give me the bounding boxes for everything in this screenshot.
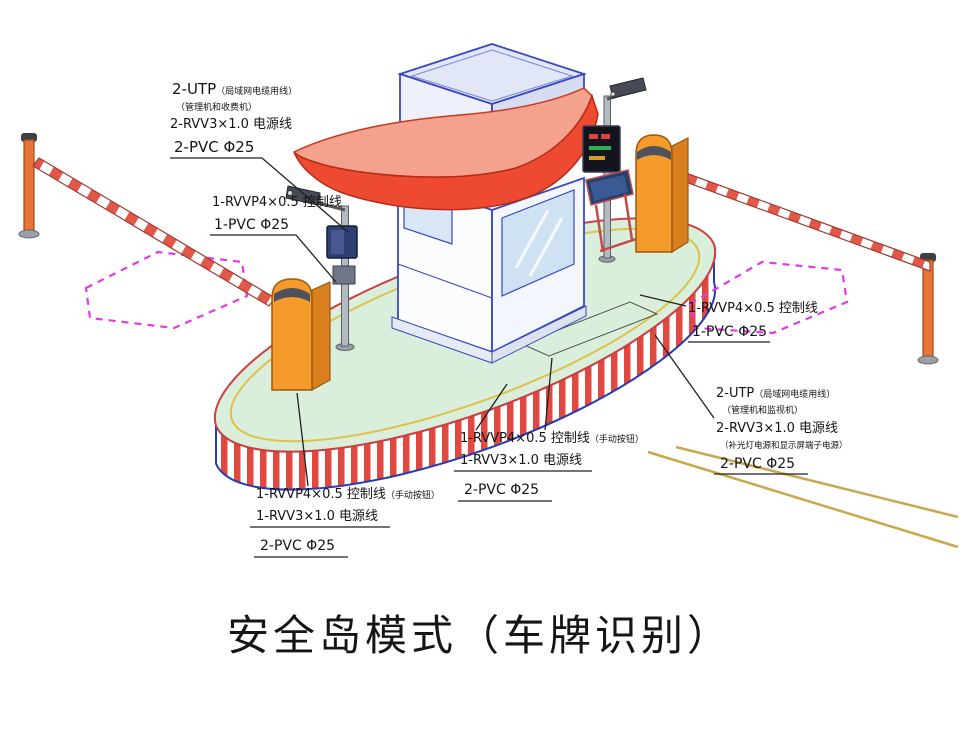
label-text: 1-RVVP4×0.5 控制线	[256, 487, 386, 502]
lane-line	[647, 450, 959, 549]
post-base	[917, 355, 939, 365]
lpr-screen	[590, 175, 628, 201]
led-segment	[589, 156, 605, 160]
led-segment	[589, 134, 598, 139]
label-text: 1-RVVP4×0.5 控制线	[460, 431, 590, 446]
guard-booth	[292, 43, 599, 364]
barrier-cabinet-right	[635, 134, 689, 254]
card-reader-face	[331, 230, 344, 254]
exit-camera-icon	[609, 77, 647, 99]
conduit-label: 2-PVC Φ25	[260, 538, 335, 554]
label-text: 2-UTP	[716, 386, 754, 401]
leader-line	[210, 234, 337, 283]
leader-line	[654, 334, 715, 419]
post-body	[23, 139, 35, 233]
cabinet-cap	[274, 288, 310, 302]
cable-label: 1-RVV3×1.0 电源线	[256, 509, 378, 524]
led-segment	[589, 146, 611, 150]
barrier-gate-left	[18, 133, 331, 392]
lpr-screen-stand	[585, 169, 637, 253]
conduit-label: 2-PVC Φ25	[464, 482, 539, 498]
conduit-label: 1-PVC Φ25	[214, 217, 289, 233]
label-left-bottom: 1-RVVP4×0.5 控制线（手动按钮） 1-RVV3×1.0 电源线 2-P…	[256, 487, 440, 554]
post-base	[18, 229, 40, 239]
led-segment	[601, 134, 610, 139]
ground-loop-left	[84, 250, 249, 330]
camera-lens-icon	[610, 91, 616, 97]
label-text-small: （手动按钮）	[590, 433, 644, 445]
barrier-gate-right	[635, 134, 939, 365]
barrier-arm-left	[32, 157, 276, 307]
window-glare	[514, 209, 550, 269]
label-text-small: （手动按钮）	[386, 489, 440, 501]
window-glare	[528, 217, 564, 277]
barrier-cabinet-left	[271, 278, 331, 392]
booth-right-window	[501, 189, 575, 297]
label-center-bottom: 1-RVVP4×0.5 控制线（手动按钮） 1-RVV3×1.0 电源线 2-P…	[460, 431, 644, 498]
stand-legs	[594, 193, 637, 253]
leader-line	[475, 383, 508, 431]
entry-camera-pole	[285, 185, 358, 351]
conduit-label: 2-PVC Φ25	[174, 138, 254, 156]
lane-marking-lines	[647, 445, 959, 549]
label-text-small: （局域网电缆用线）	[216, 85, 297, 97]
push-button-box	[332, 265, 356, 285]
leader-line	[170, 157, 349, 233]
label-text: 2-UTP	[172, 80, 216, 98]
label-left-mid: 1-RVVP4×0.5 控制线 1-PVC Φ25	[212, 195, 342, 233]
label-text-small: （补光灯电源和显示屏端子电源）	[720, 440, 848, 451]
label-right-mid: 1-RVVP4×0.5 控制线 1-PVC Φ25	[688, 301, 818, 340]
cable-label: 2-RVV3×1.0 电源线	[716, 421, 838, 436]
cable-label: 1-RVVP4×0.5 控制线	[688, 301, 818, 316]
ground-loop-right	[688, 260, 849, 335]
cable-label: 2-UTP（局域网电缆用线）	[716, 386, 835, 401]
label-text-small: （管理机和收费机）	[176, 101, 257, 113]
cabinet-front	[635, 134, 673, 253]
cable-label: 1-RVV3×1.0 电源线	[460, 453, 582, 468]
diagram-title: 安全岛模式（车牌识别）	[227, 611, 733, 660]
cable-label: 1-RVVP4×0.5 控制线	[212, 195, 342, 210]
conduit-label: 1-PVC Φ25	[692, 324, 767, 340]
cable-label: 2-UTP（局域网电缆用线）	[172, 80, 297, 98]
leader-line	[296, 392, 309, 487]
cabinet-side	[311, 281, 331, 392]
canopy-front	[293, 93, 599, 211]
label-right-lower: 2-UTP（局域网电缆用线） （管理机和监视机） 2-RVV3×1.0 电源线 …	[716, 386, 848, 472]
post-body	[922, 259, 934, 359]
lane-line	[675, 445, 959, 519]
cabin-top-inset	[410, 49, 574, 102]
cable-label: 1-RVVP4×0.5 控制线（手动按钮）	[256, 487, 440, 502]
cable-label: 1-RVVP4×0.5 控制线（手动按钮）	[460, 431, 644, 446]
booth-base-skirt	[491, 305, 587, 364]
barrier-arm-post-left	[18, 133, 40, 239]
leader-line	[639, 294, 687, 307]
label-text-small: （局域网电缆用线）	[754, 388, 835, 400]
camera-lens-icon	[287, 190, 293, 196]
cabinet-cap	[637, 146, 671, 160]
cabinet-front	[271, 278, 313, 391]
cable-label: 2-RVV3×1.0 电源线	[170, 117, 292, 132]
camera-arm	[317, 201, 346, 212]
cabinet-side	[671, 137, 689, 254]
conduit-label: 2-PVC Φ25	[720, 456, 795, 472]
booth-canopy	[292, 87, 599, 211]
label-top-left: 2-UTP（局域网电缆用线） （管理机和收费机） 2-RVV3×1.0 电源线 …	[170, 80, 297, 156]
leader-line	[544, 357, 553, 431]
conduit-outline	[520, 301, 659, 357]
booth-panel-line	[397, 263, 493, 299]
label-text-small: （管理机和监视机）	[722, 404, 803, 416]
leader-lines	[170, 157, 808, 558]
